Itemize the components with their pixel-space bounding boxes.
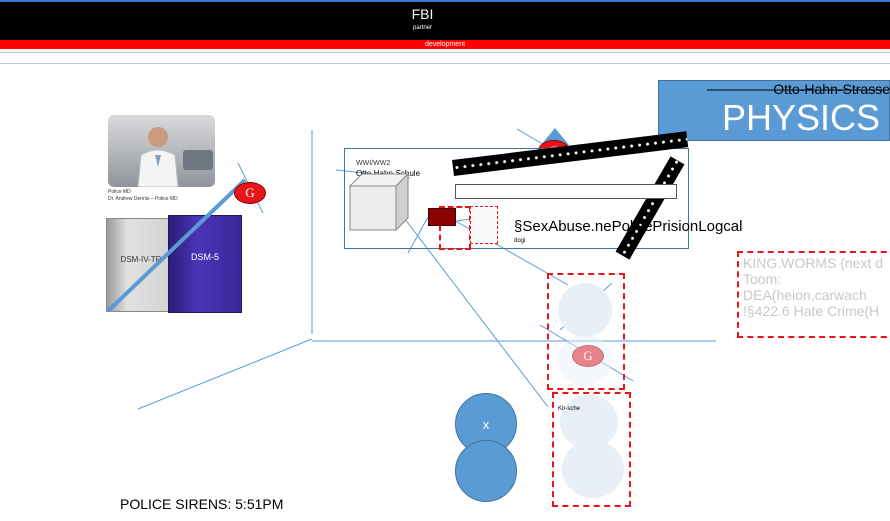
person-image-icon: [137, 127, 213, 187]
banner-text: development: [424, 41, 466, 48]
doctor-photo[interactable]: [108, 115, 215, 187]
book-right-label: DSM-5: [190, 252, 219, 262]
photo-caption: Police MD Dr. Andrew Dennis – Police MD: [108, 189, 178, 203]
blue-circle-bottom[interactable]: [455, 440, 517, 502]
diagram-frame: [344, 148, 689, 249]
police-sirens-label: POLICE SIRENS: 5:51PM: [120, 496, 284, 512]
header-bar: [0, 0, 890, 40]
worms-text: KING.WORMS (next d Toom: DEA(heion,carwa…: [743, 255, 884, 319]
dogi-label: dogi: [514, 238, 526, 244]
cube-icon[interactable]: [348, 172, 414, 234]
header-title: FBI: [411, 6, 434, 22]
faint-circle-1: [558, 283, 612, 337]
maroon-box[interactable]: [428, 208, 456, 226]
faint-circle-4: [562, 440, 624, 498]
physics-title: PHYSICS: [721, 97, 880, 138]
kirsche-label: Kir-sche: [558, 406, 581, 412]
red-banner: [0, 40, 890, 49]
worms-box: [737, 251, 890, 338]
circle-x-label: x: [482, 417, 490, 432]
book-left-label: DSM-IV-TR: [120, 255, 162, 264]
dashed-red-box-upper: [547, 273, 625, 390]
caption-line-2: Dr. Andrew Dennis – Police MD: [108, 196, 178, 202]
thin-divider-bar: [0, 52, 890, 64]
faint-circle-2: [558, 335, 612, 385]
header-subtitle: partner: [412, 25, 432, 31]
dsm-iv-book[interactable]: DSM-IV-TR: [106, 218, 176, 312]
dsm-5-book[interactable]: DSM-5: [168, 215, 242, 313]
blue-circle-top[interactable]: x: [455, 393, 517, 455]
sexabuse-label: §SexAbuse.nePolicePrisionLogcal: [514, 218, 743, 235]
faint-box: [470, 206, 498, 244]
caption-line-1: Police MD: [108, 189, 131, 195]
blank-box: [455, 184, 677, 199]
street-label: Otto-Hahn-Strasse: [773, 81, 890, 97]
ww-label: WWI/WW2: [356, 160, 391, 167]
g-badge-1[interactable]: G: [234, 182, 266, 204]
dashed-red-box-lower: [552, 392, 631, 507]
